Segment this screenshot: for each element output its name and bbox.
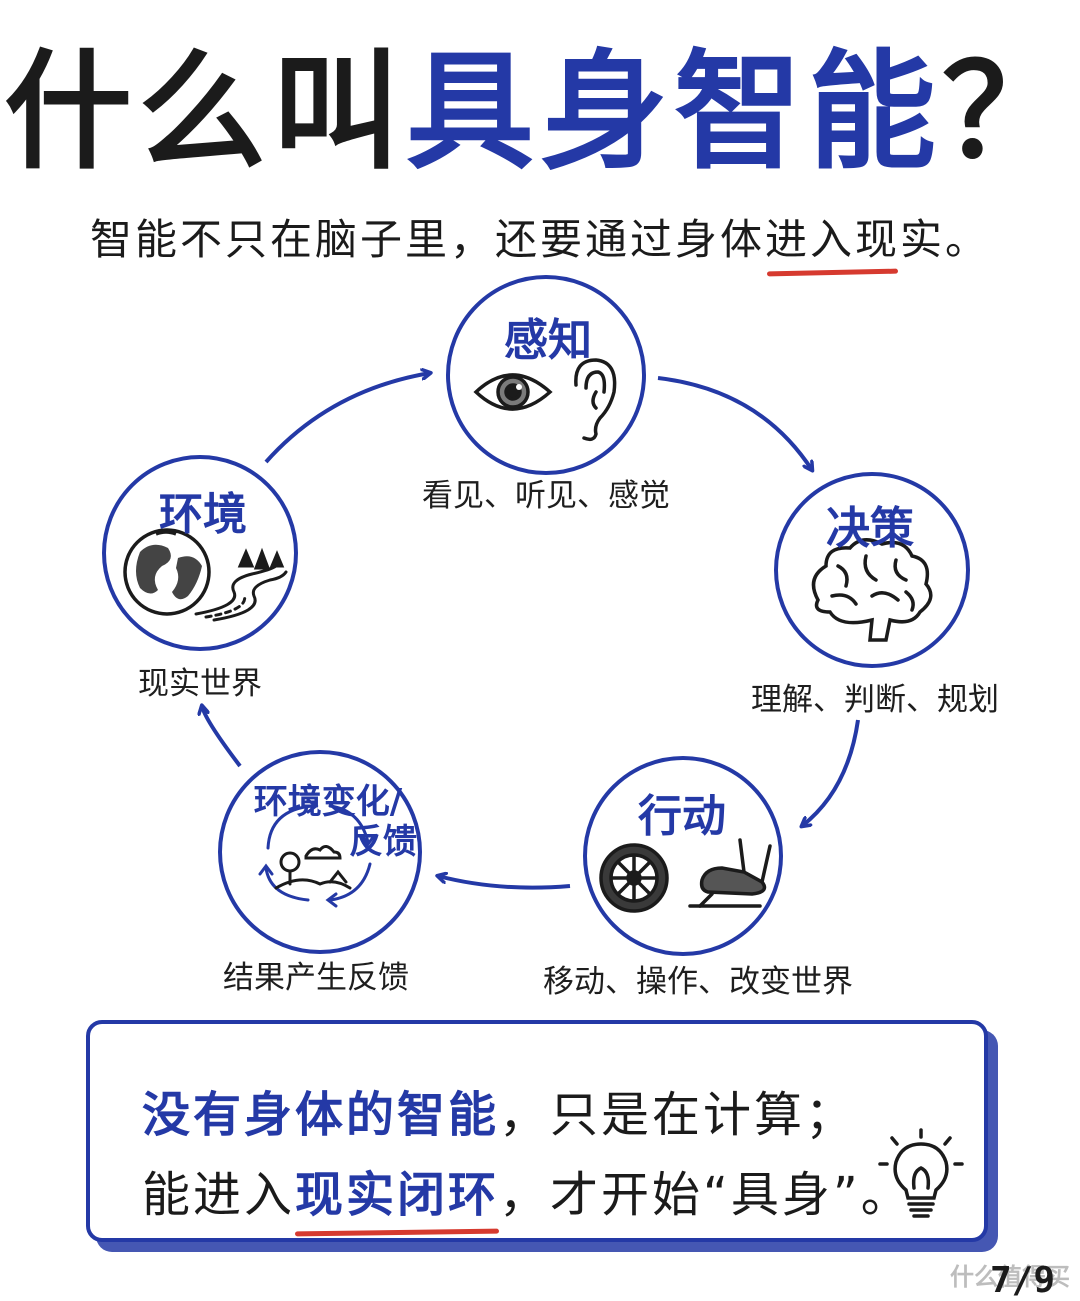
arrow-environment-to-perception (264, 373, 430, 464)
summary-box (86, 1020, 988, 1242)
wheel-icon (599, 843, 669, 913)
arrow-perception-to-decision (657, 376, 812, 470)
summary-line2-start: 能进入 (142, 1167, 296, 1223)
foot-pedal-icon (688, 838, 772, 908)
page-title: 什么叫具身智能？ (0, 38, 1080, 188)
title-prefix: 什么叫 (3, 38, 406, 187)
arrow-action-to-feedback (438, 876, 571, 890)
summary-line1-rest: ，只是在计算； (499, 1087, 857, 1143)
node-title-action: 行动 (638, 791, 726, 842)
node-desc-decision: 理解、判断、规划 (751, 682, 999, 718)
title-accent: 具身智能 (405, 38, 942, 187)
globe-icon (123, 528, 211, 616)
ear-icon (574, 358, 617, 442)
arrow-decision-to-action (802, 719, 860, 826)
summary-line2-rest: ，才开始“具身”。 (499, 1167, 912, 1223)
summary-line1-accent: 没有身体的智能 (142, 1087, 500, 1143)
node-desc-feedback: 结果产生反馈 (223, 960, 409, 996)
brain-icon (811, 538, 933, 642)
node-title-perception: 感知 (504, 315, 592, 366)
subtitle: 智能不只在脑子里，还要通过身体进入现实。 (0, 206, 1080, 267)
page-number: 7/9 (990, 1260, 1056, 1301)
node-title-environment: 环境 (159, 489, 247, 540)
summary-line2-accent: 现实闭环 (295, 1155, 499, 1225)
node-desc-environment: 现实世界 (138, 666, 262, 702)
subtitle-after: 实。 (900, 215, 991, 264)
eye-icon (473, 373, 553, 411)
title-suffix: ？ (942, 38, 1077, 187)
summary-line-2: 能进入现实闭环，才开始“具身”。 (142, 1155, 912, 1225)
node-title-feedback-line1: 环境变化/ (253, 782, 403, 822)
road-icon (194, 547, 288, 622)
subtitle-before: 智能不只在脑子里，还要通过身体 (89, 215, 765, 264)
subtitle-underlined: 进入现 (765, 206, 900, 267)
lightbulb-icon (878, 1128, 964, 1218)
node-desc-perception: 看见、听见、感觉 (422, 478, 670, 514)
node-desc-action: 移动、操作、改变世界 (543, 964, 853, 1000)
summary-line-1: 没有身体的智能，只是在计算； (142, 1075, 856, 1145)
arrow-feedback-to-environment (202, 706, 242, 768)
landscape-cycle-icon (258, 798, 376, 908)
watermark: 什么值得买 (950, 1263, 1070, 1291)
node-title-decision: 决策 (826, 503, 914, 554)
node-title-feedback-line2: 反馈 (349, 822, 417, 862)
